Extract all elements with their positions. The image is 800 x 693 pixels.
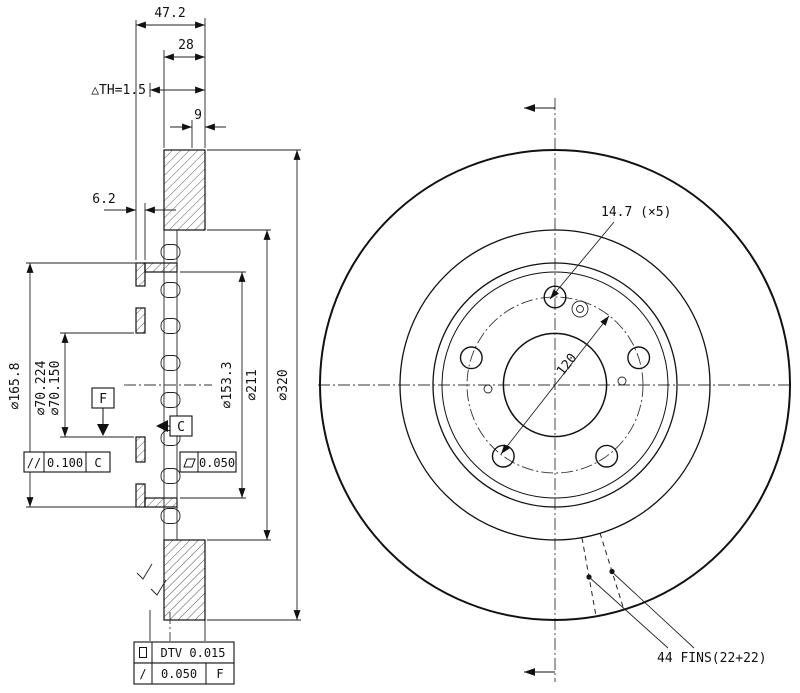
dim-outer-diameter: ⌀320 xyxy=(207,149,301,621)
dim-bore-lower-label: ⌀70.150 xyxy=(48,361,63,416)
bolt-hole xyxy=(459,346,483,370)
dim-wall-thickness: 6.2 xyxy=(92,192,176,260)
flange-bottom-b-section xyxy=(135,483,146,508)
friction-inner-circle xyxy=(399,229,711,541)
dim-min-thickness-label: △TH=1.5 xyxy=(91,83,146,98)
datum-c-label: C xyxy=(177,420,185,435)
vent-slot xyxy=(160,392,181,408)
runout-symbol: / xyxy=(139,667,146,681)
parallelism-symbol: // xyxy=(27,456,41,470)
dim-plate-thickness: 9 xyxy=(170,108,226,148)
bolt-hole xyxy=(491,444,515,468)
front-view: 120 14.7 (×5) 44 FINS(22+22) xyxy=(318,98,792,682)
dtv-symbol-icon xyxy=(139,647,147,658)
dim-wall-thickness-label: 6.2 xyxy=(92,192,115,207)
fins-label: 44 FINS(22+22) xyxy=(657,651,767,666)
vent-slot xyxy=(160,468,181,484)
runout-value: 0.050 xyxy=(161,667,197,681)
flange-bottom-a-section xyxy=(135,436,146,463)
datum-f-label: F xyxy=(99,392,107,407)
dim-flange-diameter: ⌀153.3 xyxy=(180,271,246,499)
dim-bore-diameter: ⌀70.224 ⌀70.150 xyxy=(34,332,134,438)
vent-slot xyxy=(160,282,181,298)
dim-hat-diameter-label: ⌀165.8 xyxy=(8,363,23,410)
section-geometry xyxy=(124,149,212,641)
friction-ring-top-section xyxy=(163,149,206,231)
tolerance-frame-runout: / 0.050 F xyxy=(133,662,235,685)
outer-diameter-circle xyxy=(319,149,791,621)
friction-ring-bottom-section xyxy=(163,539,206,621)
dim-vent-inner-diameter: ⌀211 xyxy=(207,229,271,541)
dim-disc-thickness: 28 xyxy=(163,38,205,148)
surface-finish-mark xyxy=(136,563,153,580)
hat-outer-circle xyxy=(432,262,678,508)
fins-callout: 44 FINS(22+22) xyxy=(581,532,767,666)
flatness-symbol-icon xyxy=(183,458,196,468)
flange-edge-circle xyxy=(441,271,669,499)
bolt-circle-centerline xyxy=(466,296,644,474)
vent-slot xyxy=(160,244,181,260)
dim-hat-diameter: ⌀165.8 xyxy=(8,262,142,508)
section-view: 47.2 28 △TH=1.5 9 6.2 xyxy=(8,6,301,685)
bolt-hole xyxy=(627,346,651,370)
parallelism-datum: C xyxy=(94,456,101,470)
dim-overall-width-label: 47.2 xyxy=(154,6,185,21)
surface-finish-mark xyxy=(150,579,167,596)
dtv-label: DTV 0.015 xyxy=(160,646,225,660)
flatness-value: 0.050 xyxy=(199,456,235,470)
dim-disc-thickness-label: 28 xyxy=(178,38,194,53)
datum-f: F xyxy=(91,387,115,436)
datum-c: C xyxy=(156,415,193,437)
locating-hole-right xyxy=(617,376,627,386)
dim-outer-diameter-label: ⌀320 xyxy=(276,369,291,400)
dim-bolt-circle-label: 120 xyxy=(554,351,580,379)
bolt-hole xyxy=(543,285,567,309)
runout-datum: F xyxy=(216,667,223,681)
flange-top-a-section xyxy=(135,262,146,287)
parallelism-value: 0.100 xyxy=(47,456,83,470)
hat-wall-top-section xyxy=(144,262,178,273)
set-screw-hole xyxy=(571,300,589,318)
dim-overall-width: 47.2 xyxy=(135,6,206,260)
vent-slot xyxy=(160,355,181,371)
vent-slot xyxy=(160,508,181,524)
bolt-hole-callout: 14.7 (×5) xyxy=(549,205,671,300)
hat-wall-bottom-section xyxy=(144,497,178,508)
bolt-hole-callout-label: 14.7 (×5) xyxy=(601,205,671,220)
dim-vent-inner-label: ⌀211 xyxy=(245,369,260,400)
dim-plate-thickness-label: 9 xyxy=(194,108,202,123)
dim-bore-upper-label: ⌀70.224 xyxy=(34,360,49,415)
vent-slots xyxy=(160,244,181,524)
tolerance-frame-parallelism: // 0.100 C xyxy=(23,451,111,473)
tolerance-frame-flatness: 0.050 xyxy=(179,451,237,473)
datum-f-triangle xyxy=(97,424,109,436)
locating-hole-left xyxy=(483,384,493,394)
dim-flange-diameter-label: ⌀153.3 xyxy=(220,362,235,409)
tolerance-frame-dtv: DTV 0.015 xyxy=(133,641,235,664)
datum-c-triangle xyxy=(156,420,168,432)
flange-top-b-section xyxy=(135,307,146,334)
vent-slot xyxy=(160,318,181,334)
dim-min-thickness: △TH=1.5 xyxy=(91,83,205,98)
